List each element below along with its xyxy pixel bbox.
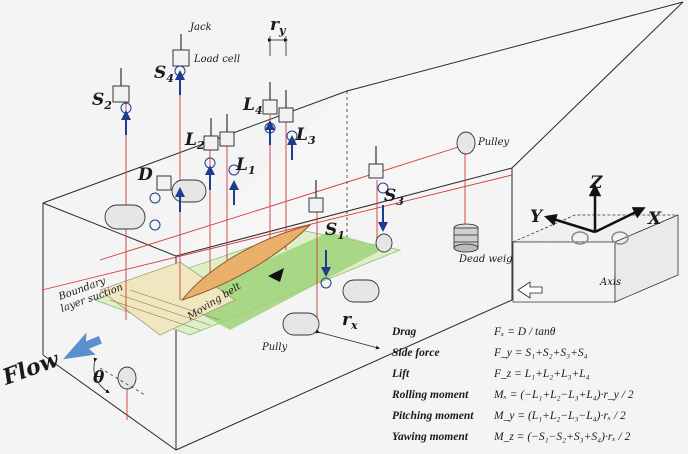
equations: Drag Fₓ = D / tanθ Side force F_y = S₁+S… (391, 326, 634, 443)
flow-label: Flow (0, 346, 63, 391)
z-axis-label: Z (589, 173, 603, 193)
eq-formula-pitching: M_y = (L₁+L₂−L₃−L₄)·rₓ / 2 (493, 410, 626, 422)
pully-label: Pully (261, 342, 288, 353)
theta-label: θ (93, 368, 105, 388)
model-direction-arrow (268, 268, 284, 282)
axis-label: Axis (599, 277, 621, 288)
eq-name-yawing: Yawing moment (392, 431, 469, 443)
force-arrows (121, 70, 388, 277)
load-cells (112, 34, 384, 213)
eq-name-pitching: Pitching moment (392, 410, 474, 422)
eq-name-lift: Lift (391, 368, 410, 380)
eq-name-drag: Drag (391, 326, 417, 338)
ship-model (180, 224, 312, 301)
s2-label: S2 (92, 90, 112, 112)
s3-label: S3 (384, 186, 404, 208)
rx-label: rx (342, 310, 358, 332)
dead-weight-icon (453, 223, 479, 253)
l1-label: L1 (235, 155, 256, 177)
d-label: D (137, 165, 153, 185)
l2-label: L2 (184, 130, 205, 152)
pulley-markers (120, 65, 389, 289)
test-section-box (42, 1, 684, 451)
ry-label: ry (270, 15, 287, 37)
s4-label: S4 (154, 63, 174, 85)
eq-formula-yawing: M_z = (−S₁−S₂+S₃+S₄)·rₓ / 2 (493, 431, 631, 443)
y-axis-label: Y (530, 207, 544, 227)
eq-formula-drag: Fₓ = D / tanθ (493, 326, 556, 338)
axis-box (512, 183, 679, 303)
jack-label: Jack (188, 22, 212, 33)
l4-label: L4 (242, 95, 263, 117)
flow-arrow-icon (62, 332, 102, 360)
eq-formula-lift: F_z = L₁+L₂+L₃+L₄ (493, 368, 590, 380)
load-cell-label: Load cell (193, 54, 240, 65)
x-axis-label: X (647, 209, 662, 229)
dead-weight-label: Dead weight (458, 254, 524, 265)
eq-name-rolling: Rolling moment (391, 389, 469, 401)
eq-name-side-force: Side force (392, 347, 440, 359)
eq-formula-side-force: F_y = S₁+S₂+S₃+S₄ (493, 347, 588, 359)
s1-label: S1 (325, 220, 345, 242)
l3-label: L3 (295, 125, 316, 147)
eq-formula-rolling: Mₓ = (−L₁+L₂−L₃+L₄)·r_y / 2 (493, 389, 634, 401)
pulley-label: Pulley (477, 137, 509, 148)
